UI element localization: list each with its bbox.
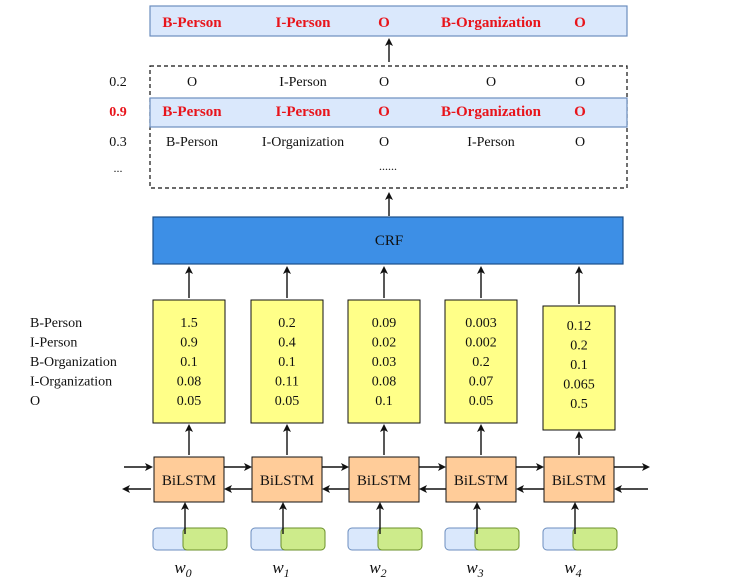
sequence-tag: I-Person [467, 135, 514, 150]
emission-score: 0.05 [177, 394, 202, 409]
output-tag: B-Person [162, 15, 222, 31]
word-label: w0 [174, 558, 191, 580]
emission-score: 1.5 [180, 316, 198, 331]
more-scores-ellipsis: ... [114, 161, 123, 175]
bilstm-label: BiLSTM [552, 473, 606, 489]
output-tag: O [574, 15, 586, 31]
more-tags-ellipsis: ...... [379, 159, 397, 173]
word-label: w3 [466, 558, 483, 580]
word-subscript: 3 [477, 566, 484, 580]
bilstm-label: BiLSTM [454, 473, 508, 489]
embedding-right [474, 527, 520, 551]
emission-score: 0.1 [375, 394, 393, 409]
tag-label: I-Person [30, 336, 77, 351]
emission-score: 0.05 [275, 394, 300, 409]
emission-score: 0.2 [472, 355, 490, 370]
emission-score: 0.03 [372, 355, 397, 370]
word-label: w2 [369, 558, 386, 580]
sequence-tag: B-Person [166, 135, 218, 150]
sequence-tag: I-Person [279, 75, 326, 90]
emission-score: 0.11 [275, 375, 299, 390]
emission-score: 0.1 [570, 358, 588, 373]
tag-label: I-Organization [30, 375, 112, 390]
sequence-score: 0.3 [109, 135, 127, 150]
emission-score: 0.1 [180, 355, 198, 370]
bilstm-label: BiLSTM [162, 473, 216, 489]
output-tag: I-Person [276, 15, 332, 31]
word-subscript: 1 [284, 566, 290, 580]
word-label: w4 [564, 558, 581, 580]
emission-score: 0.2 [278, 316, 296, 331]
emission-score-box [444, 299, 518, 424]
bilstm-cell [445, 456, 517, 503]
emission-score: 0.09 [372, 316, 397, 331]
tag-label: O [30, 394, 40, 409]
output-tag: B-Organization [441, 15, 542, 31]
embedding-right [572, 527, 618, 551]
emission-score: 0.5 [570, 397, 588, 412]
sequence-tag: O [378, 104, 390, 120]
best-sequence-highlight [149, 97, 628, 128]
sequence-tag: O [379, 135, 389, 150]
bilstm-label: BiLSTM [260, 473, 314, 489]
bilstm-cell [153, 456, 225, 503]
sequence-tag: O [379, 75, 389, 90]
emission-score: 0.4 [278, 336, 296, 351]
emission-score: 0.002 [465, 336, 497, 351]
sequence-score: 0.9 [109, 105, 127, 120]
sequence-tag: I-Person [276, 104, 332, 120]
sequence-tag: O [575, 75, 585, 90]
sequence-tag: O [575, 135, 585, 150]
word-label: w1 [272, 558, 289, 580]
emission-score: 0.12 [567, 319, 592, 334]
sequence-tag: B-Person [162, 104, 222, 120]
emission-score-box [152, 299, 226, 424]
sequence-tag: B-Organization [441, 104, 542, 120]
emission-score: 0.08 [177, 375, 202, 390]
tag-label: B-Organization [30, 355, 117, 370]
emission-score: 0.05 [469, 394, 494, 409]
bilstm-cell [251, 456, 323, 503]
word-subscript: 4 [576, 566, 582, 580]
emission-score: 0.02 [372, 336, 397, 351]
sequence-tag: I-Organization [262, 135, 344, 150]
crf-layer [152, 216, 624, 265]
embedding-right [377, 527, 423, 551]
emission-score: 0.1 [278, 355, 296, 370]
emission-score: 0.08 [372, 375, 397, 390]
emission-score-box [347, 299, 421, 424]
emission-score: 0.2 [570, 339, 588, 354]
emission-score: 0.9 [180, 336, 198, 351]
output-tag-bar [149, 5, 628, 37]
sequence-tag: O [574, 104, 586, 120]
emission-score-box [250, 299, 324, 424]
output-tag: O [378, 15, 390, 31]
word-subscript: 0 [186, 566, 192, 580]
embedding-right [280, 527, 326, 551]
emission-score: 0.065 [563, 378, 595, 393]
bilstm-cell [543, 456, 615, 503]
bilstm-label: BiLSTM [357, 473, 411, 489]
sequence-tag: O [486, 75, 496, 90]
tag-label: B-Person [30, 316, 82, 331]
emission-score: 0.07 [469, 375, 494, 390]
sequence-tag: O [187, 75, 197, 90]
embedding-right [182, 527, 228, 551]
emission-score: 0.003 [465, 316, 497, 331]
emission-score-box [542, 305, 616, 431]
crf-label: CRF [375, 233, 403, 249]
bilstm-cell [348, 456, 420, 503]
word-subscript: 2 [381, 566, 387, 580]
sequence-score: 0.2 [109, 75, 127, 90]
